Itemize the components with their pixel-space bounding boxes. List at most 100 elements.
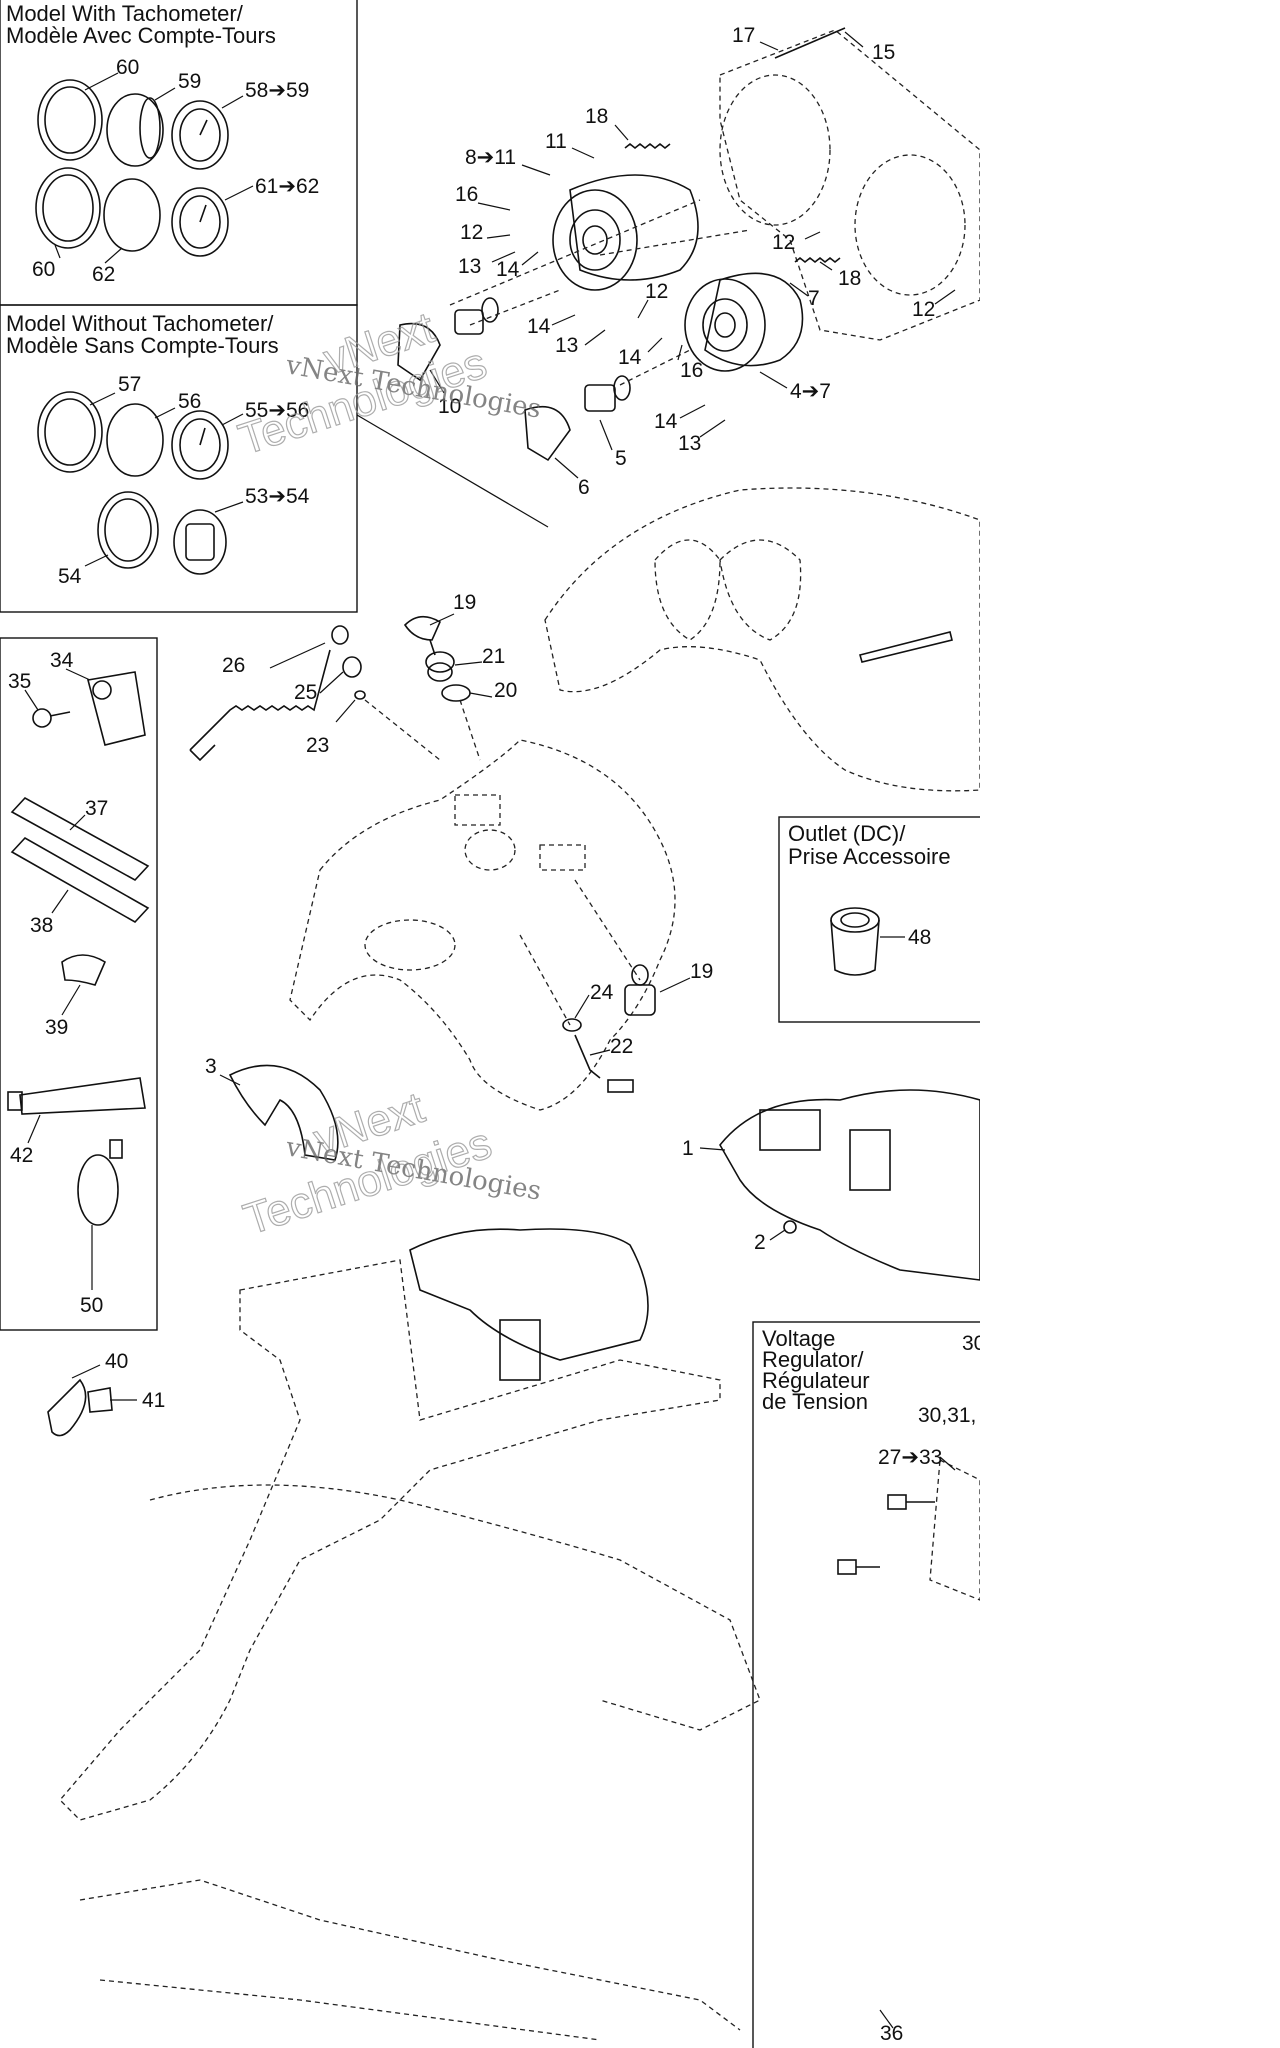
callout-13a: 13	[458, 255, 481, 278]
voltage-regulator-panel	[752, 1321, 980, 2048]
front-fairing	[544, 487, 980, 792]
bolt-36	[837, 1559, 880, 1575]
outlet-48	[830, 907, 880, 976]
voltage-title-4: de Tension	[762, 1389, 868, 1414]
voltage-title-2: Regulator/	[762, 1347, 864, 1372]
nut-23	[354, 690, 366, 700]
bulb-socket-6	[524, 405, 571, 462]
gauge-lens-59	[106, 93, 164, 167]
callout-24: 24	[590, 981, 614, 1004]
callout-30b: 30,31,	[918, 1404, 976, 1427]
headlight-housing-right	[684, 272, 804, 372]
callout-53: 53➔54	[245, 485, 310, 508]
parts-diagram: Model With Tachometer/ Modèle Avec Compt…	[0, 0, 980, 2048]
callout-5: 5	[615, 447, 627, 470]
nut-20	[441, 684, 471, 702]
callout-21: 21	[482, 645, 505, 668]
callout-30a: 30	[962, 1332, 980, 1355]
callout-39: 39	[45, 1016, 68, 1039]
watermark-bottom: vNext Technologies vNext Technologies	[237, 1083, 543, 1246]
callout-15: 15	[872, 41, 895, 64]
callout-36: 36	[880, 2022, 903, 2045]
speedometer-gauge	[171, 187, 229, 257]
callout-18b: 18	[838, 267, 861, 290]
washer-24	[562, 1018, 582, 1032]
callout-58: 58➔59	[245, 79, 309, 102]
cap-2	[783, 1220, 797, 1234]
cap-25	[342, 656, 362, 678]
callout-19b: 19	[690, 960, 713, 983]
spring-18a	[624, 142, 671, 150]
headlight-frame	[719, 29, 980, 341]
callout-2: 2	[754, 1231, 766, 1254]
callout-55: 55➔56	[245, 399, 309, 422]
callout-41: 41	[142, 1389, 165, 1412]
gauge-lens-62	[103, 178, 161, 252]
callout-27: 27➔33	[878, 1446, 942, 1469]
callout-59: 59	[178, 70, 201, 93]
callout-35: 35	[8, 670, 31, 693]
callout-19a: 19	[453, 591, 476, 614]
speedometer-gauge-56	[171, 410, 229, 480]
gauge-bezel-54	[97, 491, 159, 569]
tachometer-gauge	[171, 100, 229, 170]
callout-38: 38	[30, 914, 53, 937]
tube-37	[10, 796, 150, 882]
voltage-title-3: Régulateur	[762, 1368, 870, 1393]
bolt-15	[774, 27, 846, 59]
screw-35	[32, 708, 71, 728]
display-gauge-53	[173, 509, 227, 575]
tachometer-title-1: Model With Tachometer/	[6, 1, 244, 26]
voltage-title-1: Voltage	[762, 1326, 835, 1351]
guard-3	[228, 1064, 339, 1161]
grease-tube-42	[7, 1077, 146, 1115]
safety-lanyard-26	[189, 625, 349, 762]
accessories-panel	[0, 637, 158, 1331]
callout-40: 40	[105, 1350, 128, 1373]
callout-13c: 13	[678, 432, 701, 455]
callout-48: 48	[908, 926, 931, 949]
clip-34	[87, 671, 146, 746]
voltage-regulator	[929, 1458, 980, 1601]
callout-50: 50	[80, 1294, 103, 1317]
outlet-title-1: Outlet (DC)/	[788, 821, 906, 846]
diagram-canvas: Model With Tachometer/ Modèle Avec Compt…	[0, 0, 980, 2048]
tachometer-title-2: Modèle Avec Compte-Tours	[6, 23, 276, 48]
gauge-bezel-60	[37, 79, 103, 161]
callout-7: 7	[808, 287, 820, 310]
tube-38	[10, 836, 150, 924]
callout-12b: 12	[772, 231, 795, 254]
nut-41	[87, 1387, 113, 1413]
callout-18a: 18	[585, 105, 608, 128]
leader-lines	[24, 31, 956, 2029]
callout-6: 6	[578, 476, 590, 499]
callout-14d: 14	[654, 410, 678, 433]
callout-labels: 60 59 58➔59 60 62 61➔62 57 56 55➔56 53➔5…	[8, 24, 980, 2045]
callout-8: 8➔11	[465, 146, 516, 169]
frame	[59, 1259, 761, 2041]
bracket-40	[47, 1378, 87, 1437]
sensor-22	[574, 1034, 634, 1093]
callout-1: 1	[682, 1137, 694, 1160]
watermark-top: vNext Technologies vNext Technologies	[232, 303, 543, 466]
callout-22: 22	[610, 1035, 633, 1058]
callout-42: 42	[10, 1144, 33, 1167]
callout-57: 57	[118, 373, 141, 396]
spring-18b	[794, 256, 841, 264]
callout-12d: 12	[645, 280, 668, 303]
bulb-5	[584, 375, 631, 412]
clip-39	[61, 954, 107, 986]
callout-61: 61➔62	[255, 175, 319, 198]
callout-54: 54	[58, 565, 82, 588]
gauge-bezel-57	[37, 391, 103, 473]
callout-56: 56	[178, 390, 201, 413]
callout-62: 62	[92, 263, 115, 286]
callout-37: 37	[85, 797, 108, 820]
no-tachometer-panel	[0, 304, 358, 613]
bulb-10	[397, 297, 499, 382]
bolt-27	[887, 1494, 935, 1510]
callout-12c: 12	[912, 298, 935, 321]
callout-14b: 14	[527, 315, 551, 338]
callout-60a: 60	[116, 56, 139, 79]
ignition-switch-21	[425, 651, 455, 682]
